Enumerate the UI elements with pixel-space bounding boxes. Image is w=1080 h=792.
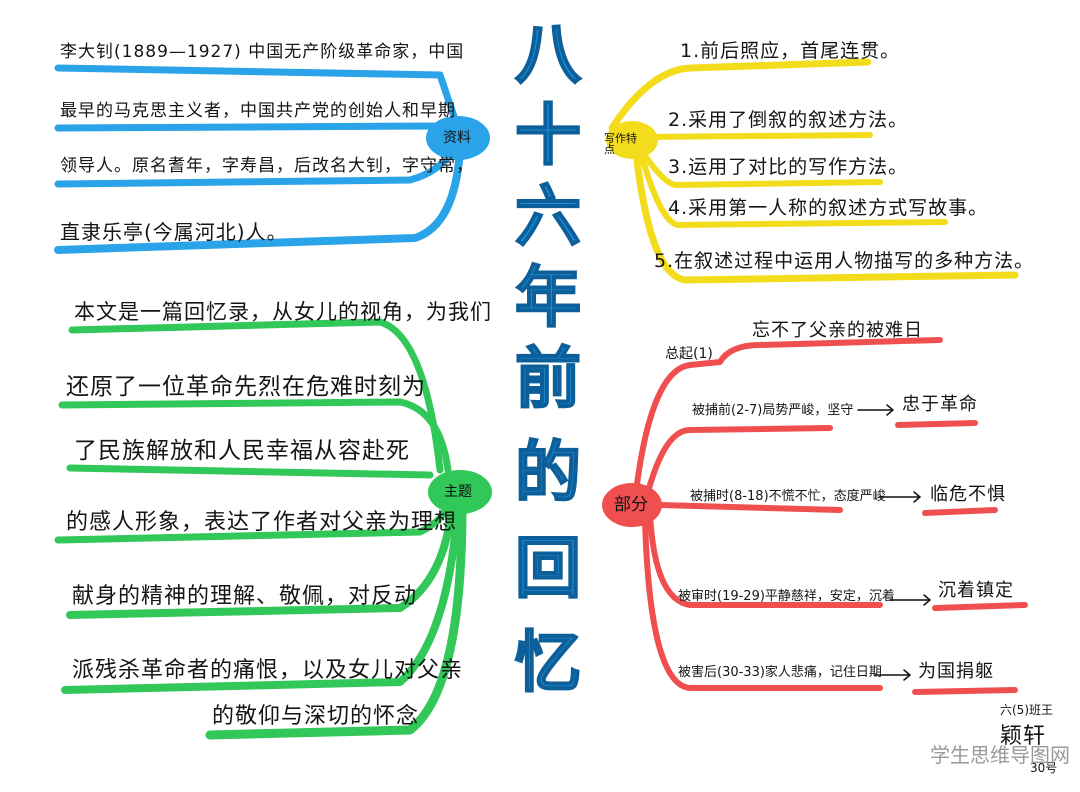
green-text-line: 了民族解放和人民幸福从容赴死 [74,438,410,464]
title-char: 六 [514,178,582,255]
yellow-item: 2.采用了倒叙的叙述方法。 [668,109,909,131]
green-text-line: 的感人形象，表达了作者对父亲为理想 [66,510,458,535]
green-text-line: 还原了一位革命先烈在危难时刻为 [66,374,426,400]
blue-text-line: 直隶乐亭(今属河北)人。 [60,220,288,244]
title-char: 的 [514,434,582,511]
title-char: 前 [514,340,582,417]
title-char: 忆 [514,624,582,701]
red-summary-label: 总起(1) [665,346,713,362]
watermark: 学生思维导图网 [930,743,1070,767]
red-part-left: 被审时(19-29)平静慈祥，安定，沉着 [678,589,895,604]
yellow-item: 3.运用了对比的写作方法。 [668,156,909,178]
title-char: 八 [514,16,582,93]
red-part-right: 沉着镇定 [938,580,1014,601]
red-part-right: 为国捐躯 [918,661,994,682]
green-text-line: 的敬仰与深切的怀念 [212,704,420,729]
green-text-line: 本文是一篇回忆录，从女儿的视角，为我们 [74,300,492,324]
green-node-label: 主题 [444,484,472,500]
signature-class: 六(5)班王 [1000,703,1053,717]
yellow-item: 1.前后照应，首尾连贯。 [680,40,901,62]
red-part-left: 被捕时(8-18)不慌不忙，态度严峻 [690,489,886,504]
yellow-branch [606,58,1019,284]
red-node-label: 部分 [614,495,648,515]
green-text-line: 献身的精神的理解、敬佩，对反动 [72,584,418,609]
red-part-left: 被捕前(2-7)局势严峻，坚守 [692,403,854,418]
red-part-right: 忠于革命 [902,394,978,415]
signature-name: 颖轩 [1000,724,1047,749]
red-part-left: 被害后(30-33)家人悲痛，记住日期 [678,665,882,680]
green-branch [54,318,492,740]
blue-text-line: 李大钊(1889—1927) 中国无产阶级革命家，中国 [60,42,465,62]
title-char: 回 [514,530,582,607]
title-char: 十 [514,97,582,174]
blue-node-label: 资料 [443,130,471,146]
red-branch [602,337,1028,695]
yellow-node-label: 写作特点 [604,132,637,156]
blue-text-line: 领导人。原名耆年，字寿昌，后改名大钊，字守常， [60,156,474,176]
red-part-right: 临危不惧 [930,484,1006,505]
yellow-item: 4.采用第一人称的叙述方式写故事。 [668,197,989,219]
red-summary-text: 忘不了父亲的被难日 [752,320,923,341]
blue-branch [54,64,490,254]
blue-text-line: 最早的马克思主义者，中国共产党的创始人和早期 [60,101,456,121]
yellow-item: 5.在叙述过程中运用人物描写的多种方法。 [654,250,1035,272]
title-char: 年 [514,259,582,336]
signature-number: 30号 [1030,761,1058,775]
red-arrows [857,404,932,681]
green-text-line: 派残杀革命者的痛恨，以及女儿对父亲 [72,658,464,683]
